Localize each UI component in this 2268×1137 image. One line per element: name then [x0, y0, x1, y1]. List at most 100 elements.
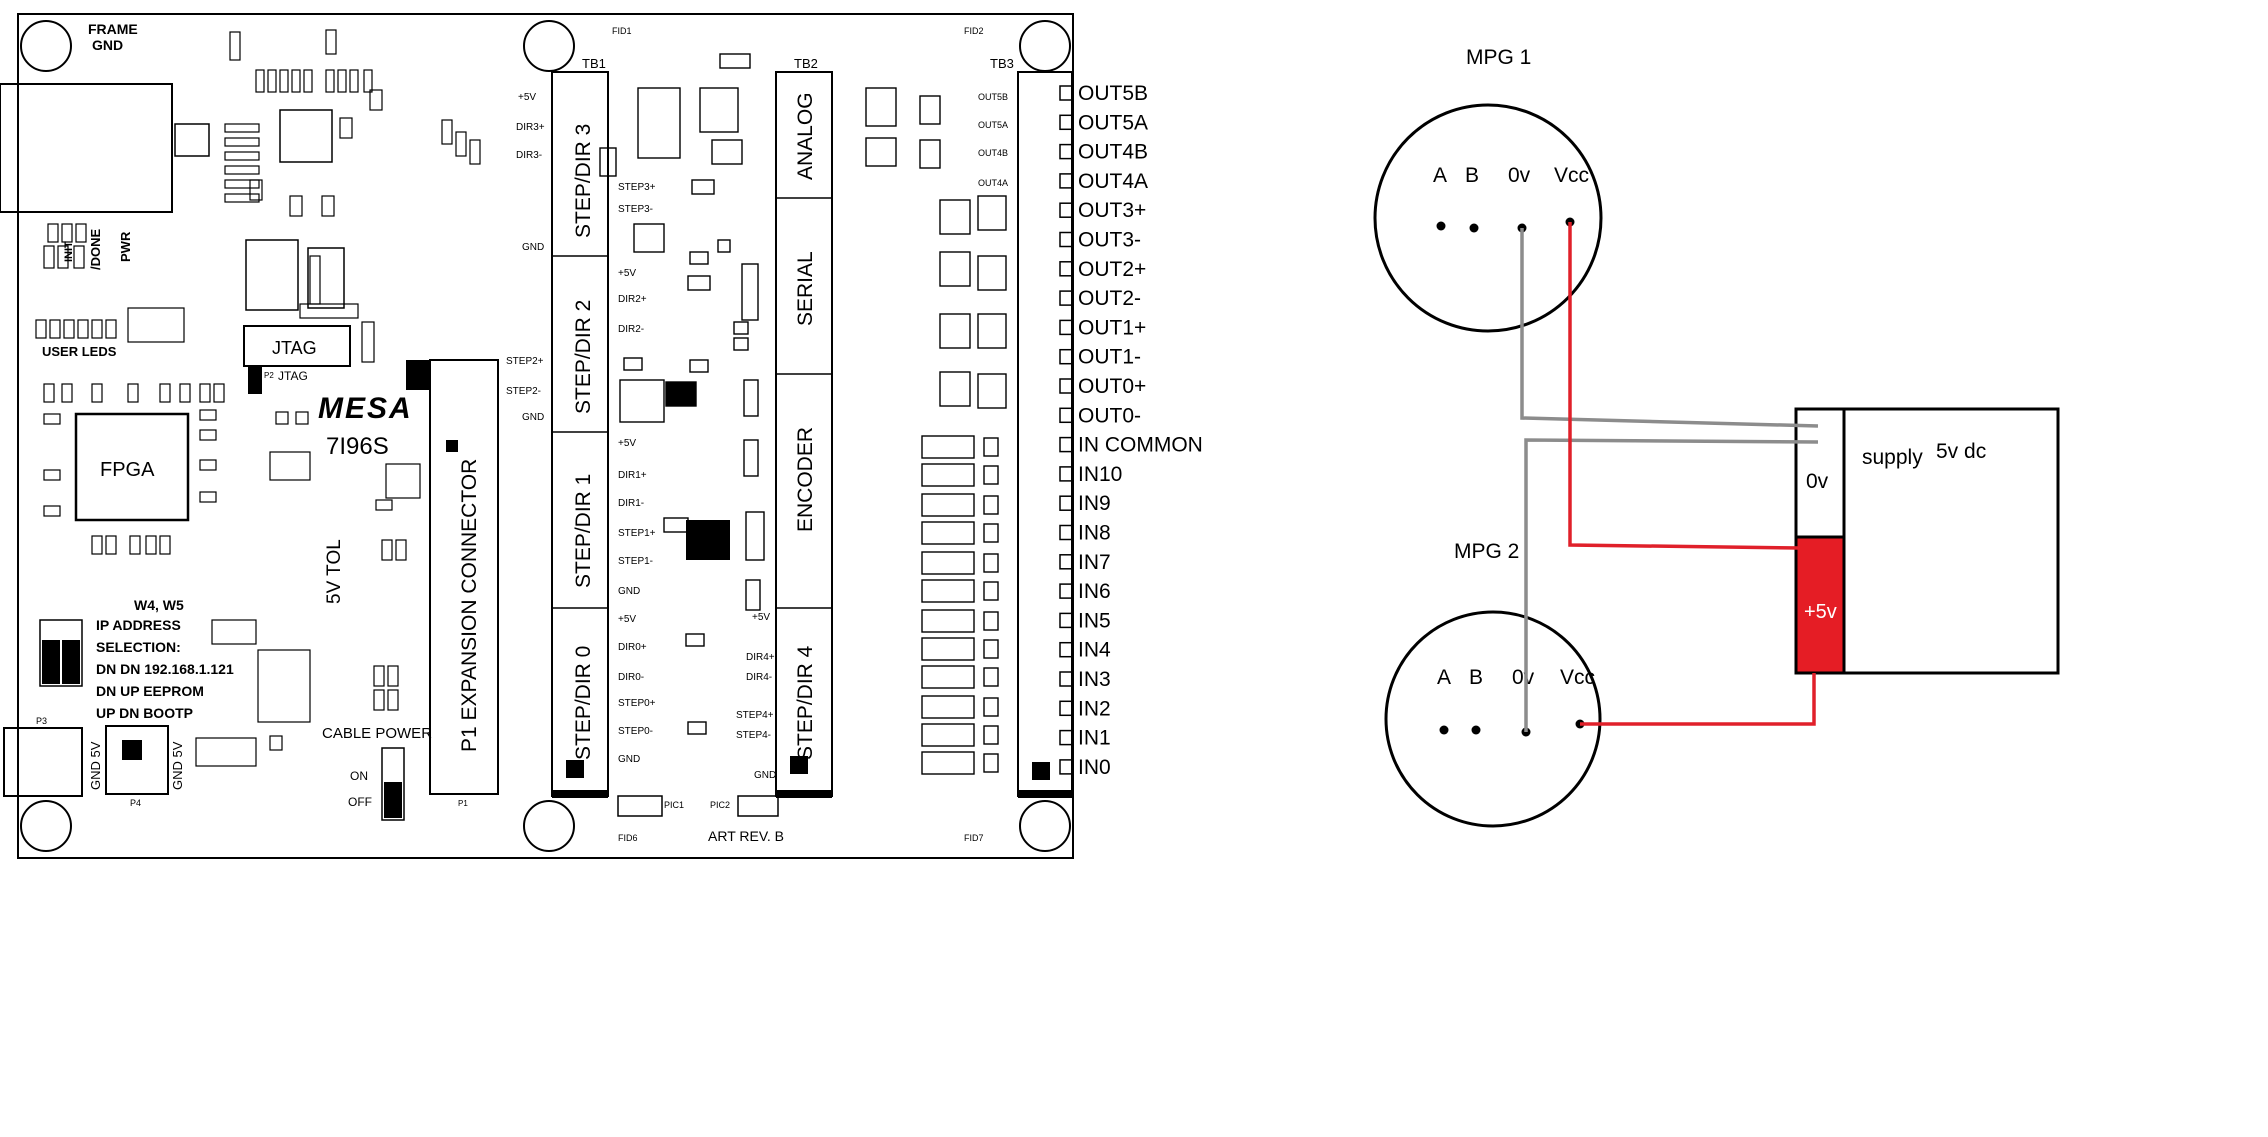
tb3-pin-pad [1059, 554, 1073, 570]
tb2-pin1 [790, 756, 808, 774]
p1-expansion-connector [429, 359, 499, 795]
cable-on-label: ON [350, 769, 368, 783]
stepdir2-label: STEP/DIR 2 [572, 300, 595, 414]
ip-line: DN UP EEPROM [96, 683, 204, 699]
jtag-label: JTAG [272, 338, 317, 358]
tb1-pin-label: +5V [618, 614, 636, 625]
tb3-pin-pad [1059, 466, 1073, 482]
tb3-pin-pad [1059, 143, 1073, 160]
tb3-label: TB3 [990, 56, 1014, 71]
tb1-pin-label: STEP0- [618, 726, 653, 737]
mpg1-pin-a: A [1433, 164, 1447, 187]
tb3-pin-label: IN4 [1078, 639, 1111, 662]
jtag-pin1 [248, 366, 262, 380]
ethernet-connector [0, 83, 173, 213]
tb3-pin-label: OUT5A [1078, 111, 1148, 134]
tb3-pin-pad [1059, 495, 1073, 511]
tb2-bottom-bar [776, 790, 832, 798]
cable-power-switch [381, 747, 405, 821]
stepdir3-label: STEP/DIR 3 [572, 124, 595, 238]
tb3-pin-pad [1059, 378, 1073, 394]
tb3-pin-pad [1059, 173, 1073, 189]
tb3-pin1 [1032, 762, 1050, 780]
supply-plus5v-label: +5v [1804, 601, 1837, 623]
led-label-init: INIT [63, 241, 75, 262]
tb1-pin-label: DIR3+ [516, 122, 545, 133]
tb1-pin-label: STEP0+ [618, 698, 656, 709]
tb1-pin-label: DIR2+ [618, 294, 647, 305]
board-model: 7I96S [326, 433, 389, 460]
cable-power-label: CABLE POWER [322, 725, 432, 742]
supply-terminal-0v [1794, 407, 1846, 539]
tb1-pin-label: DIR2- [618, 324, 644, 335]
tb3-pin-label: OUT3- [1078, 229, 1141, 252]
mounting-hole-icon [20, 20, 72, 72]
serial-label: SERIAL [794, 251, 817, 326]
ip-line: SELECTION: [96, 639, 181, 655]
tb2-pin-label: STEP4- [736, 730, 771, 741]
tb1-pin-label: GND [618, 586, 640, 597]
mpg1-body [1373, 103, 1603, 333]
tb3-small-label: OUT5B [978, 92, 1008, 102]
mpg2-title: MPG 2 [1454, 540, 1519, 563]
tb1-left-pin-labels: +5V DIR3+ DIR3- GND STEP2+ STEP2- GND [506, 92, 545, 423]
w4-w5-jumpers [39, 619, 83, 687]
tb1-pin-label: DIR0- [618, 672, 644, 683]
tb1-pin-label: DIR3- [516, 150, 542, 161]
tb3-pin-label: OUT4B [1078, 141, 1148, 164]
tb2-pin-label: STEP4+ [736, 710, 774, 721]
mpg2-dot-b [1471, 725, 1481, 735]
tb2-pin-label: DIR4+ [746, 652, 775, 663]
jtag-header [243, 325, 351, 367]
tb2-pin-label: +5V [752, 612, 770, 623]
tb3-pin-pad [1059, 612, 1073, 629]
tb3-pin-label: IN2 [1078, 697, 1111, 720]
tb2-pin-label: DIR4- [746, 672, 772, 683]
tb3-pin-label: OUT0+ [1078, 375, 1146, 398]
mpg1-pin-0v: 0v [1508, 164, 1531, 187]
tb1-pin-label: +5V [618, 438, 636, 449]
tb3-small-label: OUT4A [978, 178, 1008, 188]
input-resistor-array [865, 87, 1007, 775]
tb1-bottom-bar [552, 790, 608, 798]
five-v-tol-label: 5V TOL [324, 539, 345, 604]
tb1-pin-label: STEP2- [506, 386, 541, 397]
tb3-pin-pad [1059, 700, 1073, 717]
tb3-pin-label: IN1 [1078, 727, 1111, 750]
tb3-pin-label: IN5 [1078, 609, 1111, 632]
tb3-pin-label: IN10 [1078, 463, 1122, 486]
relay-solid [666, 382, 696, 406]
tb1-pin-label: DIR0+ [618, 642, 647, 653]
tb3-pin-pad [1059, 524, 1073, 541]
chip-solid [686, 520, 730, 560]
p4-pin [122, 740, 142, 760]
p2-label: P2 [264, 371, 274, 380]
mpg2-pin-vcc: Vcc [1560, 666, 1595, 689]
supply-terminal-plus5v [1794, 535, 1846, 675]
p3-connector [3, 727, 83, 797]
tb3-pin-pad [1059, 436, 1073, 453]
w4w5-label: W4, W5 [134, 597, 184, 613]
chip-u7 [279, 109, 333, 163]
tb3-pin-label: IN8 [1078, 522, 1111, 545]
w5-jumper-fill [62, 640, 80, 684]
tb3-pin-label: IN9 [1078, 492, 1111, 515]
mpg1-vcc-wire [1568, 222, 1801, 550]
tb3-pin-label: OUT0- [1078, 404, 1141, 427]
p1-label: P1 [458, 799, 468, 808]
ip-line: DN DN 192.168.1.121 [96, 661, 234, 677]
tb3-pin-label: IN3 [1078, 668, 1111, 691]
tb3-pin-pad [1059, 583, 1073, 599]
tb3-pin-pad [1059, 261, 1073, 277]
mesa-logo: MESA [318, 392, 413, 425]
tb1-pin-label: DIR1+ [618, 470, 647, 481]
tb3-pin-label: OUT1- [1078, 346, 1141, 369]
tb1-pin-label: STEP2+ [506, 356, 544, 367]
analog-label: ANALOG [794, 92, 817, 180]
tb3-pin-pad [1059, 759, 1073, 775]
tb3-pin-pad [1059, 641, 1073, 658]
tb1-pin1 [566, 760, 584, 778]
tb3-pin-pad [1059, 114, 1073, 131]
gnd5v-label-b: GND 5V [170, 741, 185, 790]
